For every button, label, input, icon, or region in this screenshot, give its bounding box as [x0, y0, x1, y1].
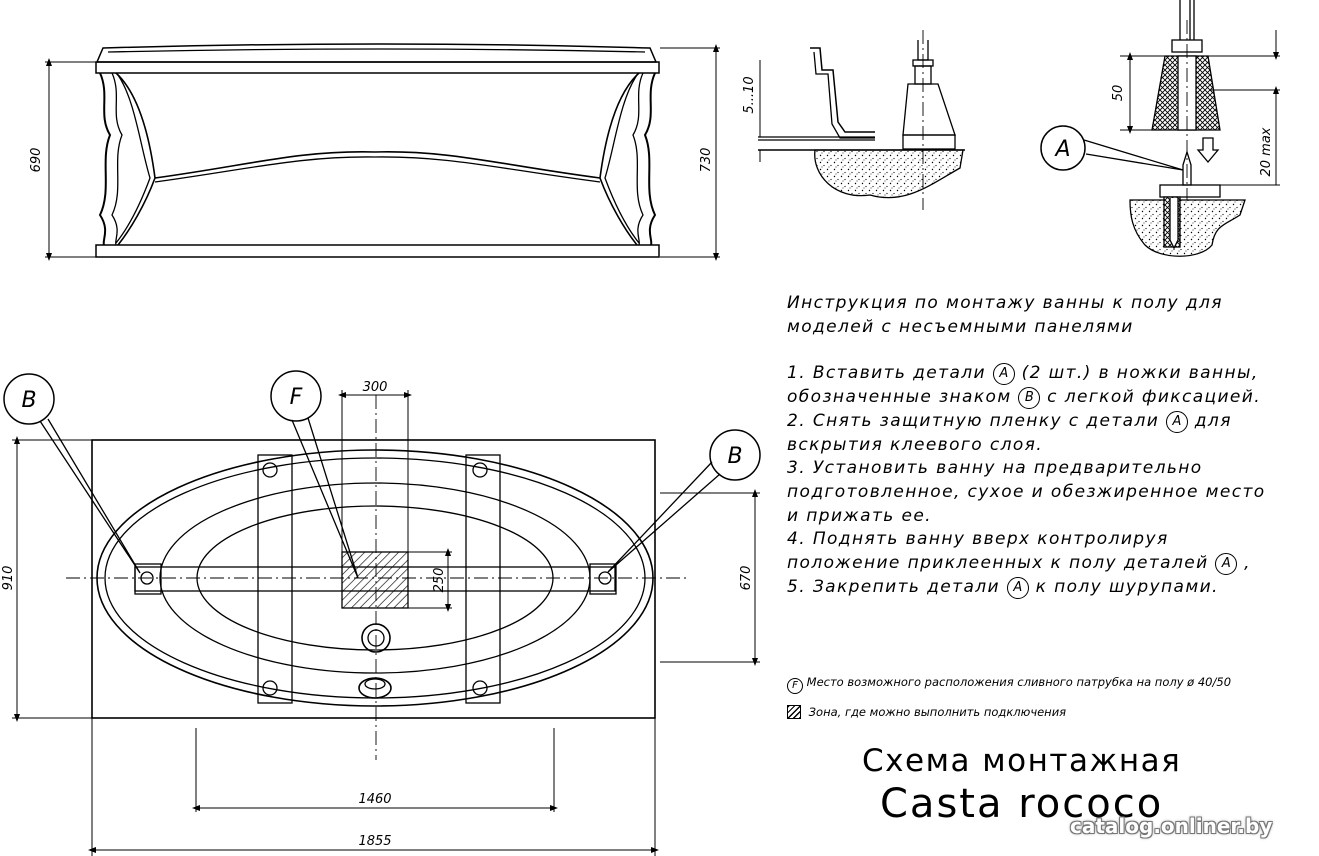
callout-f-label: F [290, 385, 303, 410]
instructions-heading-line: Инструкция по монтажу ванны к полу для [787, 293, 1223, 313]
instructions-heading-line: моделей с несъемными панелями [787, 316, 1134, 337]
step-4-text: положение приклеенных к полу деталей [787, 553, 1209, 574]
step-1: 1. Вставить детали A (2 шт.) в ножки ван… [787, 362, 1317, 386]
dim-side-inner-height: 690 [29, 148, 44, 173]
step-1-text: 1. Вставить детали [787, 363, 986, 384]
dim-side-total-height: 730 [699, 148, 714, 173]
marker-f-icon: F [787, 678, 803, 694]
plan-view [3, 370, 761, 856]
step-1-cont: обозначенные знаком B с легкой фиксацией… [787, 386, 1317, 410]
step-5-text: к полу шурупами. [1035, 576, 1219, 597]
dim-leg-adjust: 20 max [1259, 127, 1274, 176]
dim-support-spacing: 670 [739, 566, 754, 591]
dim-drain-zone-width: 300 [363, 380, 388, 395]
dim-screed-gap: 5...10 [742, 76, 757, 113]
marker-a-icon: A [992, 363, 1015, 386]
installation-instructions: Инструкция по монтажу ванны к полу для м… [787, 292, 1317, 599]
dim-overall-length: 1855 [358, 834, 391, 849]
step-4-text: , [1244, 553, 1251, 574]
legend-zone-text: Зона, где можно выполнить подключения [808, 705, 1067, 719]
step-4: 4. Поднять ванну вверх контролируя [787, 529, 1169, 550]
step-3-cont: и прижать ее. [787, 505, 932, 526]
step-2-text: для [1194, 410, 1232, 431]
dim-bracket-height: 50 [1111, 85, 1126, 102]
step-1-text: обозначенные знаком [787, 387, 1012, 408]
step-2-text: 2. Снять защитную пленку с детали [787, 410, 1160, 431]
hatch-zone-icon [787, 705, 801, 719]
step-1-text: (2 шт.) в ножки ванны, [1021, 363, 1259, 384]
dim-leg-spacing: 1460 [358, 792, 391, 807]
marker-a-icon: A [1165, 410, 1188, 433]
floor-detail [758, 30, 965, 210]
legend-drain-text: Место возможного расположения сливного п… [806, 675, 1232, 689]
callout-b-left-label: B [21, 388, 36, 413]
step-4-cont: положение приклеенных к полу деталей A , [787, 552, 1317, 576]
dim-drain-zone-height: 250 [432, 568, 447, 593]
marker-a-icon: A [1006, 576, 1029, 599]
drawing-title: Схема монтажная [862, 743, 1182, 779]
bracket-detail [1040, 0, 1280, 260]
step-2-cont: вскрытия клеевого слоя. [787, 434, 1044, 455]
callout-a-label: A [1053, 137, 1070, 162]
step-2: 2. Снять защитную пленку с детали A для [787, 410, 1317, 434]
step-1-text: с легкой фиксацией. [1047, 387, 1262, 408]
dim-plan-width: 910 [1, 566, 16, 591]
marker-a-icon: A [1215, 553, 1238, 576]
callout-b-right-label: B [727, 444, 742, 469]
model-name: Casta rococo [880, 781, 1164, 827]
marker-b-icon: B [1018, 387, 1041, 410]
step-5-text: 5. Закрепить детали [787, 576, 1000, 597]
legend-zone: Зона, где можно выполнить подключения [787, 705, 1066, 719]
watermark: catalog.onliner.by [1070, 814, 1273, 838]
side-view [45, 43, 720, 261]
legend-drain: F Место возможного расположения сливного… [787, 675, 1231, 694]
step-3: 3. Установить ванну на предварительно [787, 458, 1203, 479]
step-3-cont: подготовленное, сухое и обезжиренное мес… [787, 481, 1266, 502]
step-5: 5. Закрепить детали A к полу шурупами. [787, 576, 1317, 600]
